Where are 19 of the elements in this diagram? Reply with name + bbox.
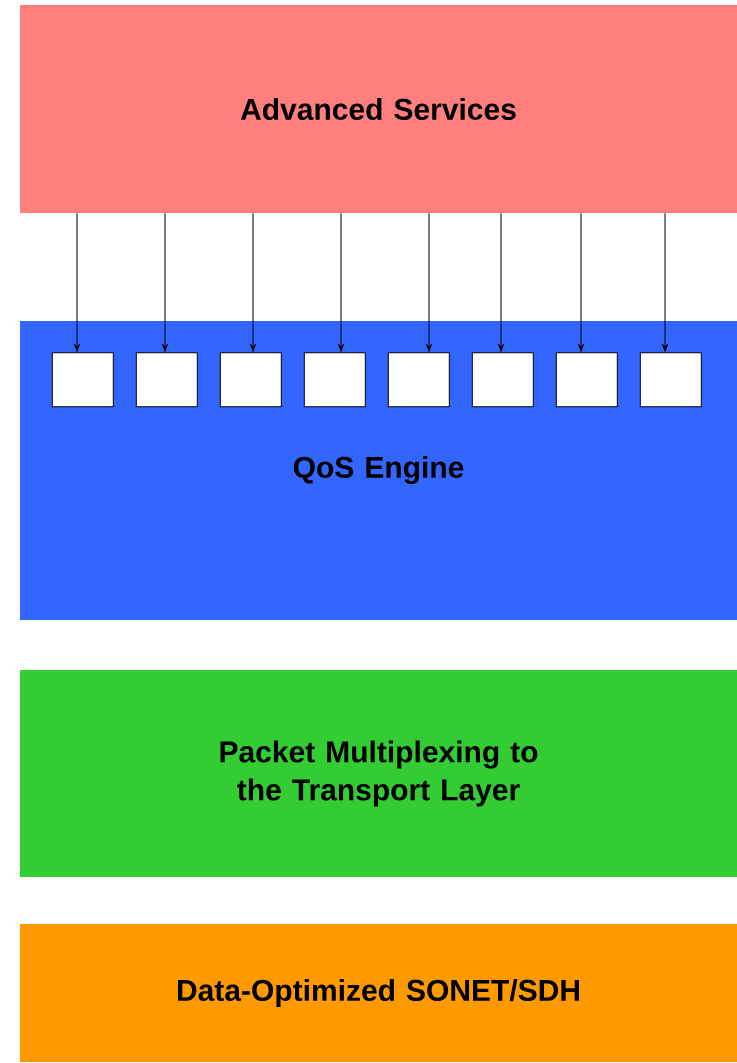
queue-box (387, 352, 450, 408)
queue-box (471, 352, 534, 408)
arrow (498, 212, 504, 352)
queue-box (219, 352, 282, 408)
layer-band: Advanced Services (20, 5, 737, 213)
queue-box (555, 352, 618, 408)
queue-box (51, 352, 114, 408)
layer-band: Data-Optimized SONET/SDH (20, 924, 737, 1062)
queue-box (639, 352, 702, 408)
arrow (662, 212, 668, 352)
arrow (426, 212, 432, 352)
arrow (578, 212, 584, 352)
queue-box (135, 352, 198, 408)
arrow (162, 212, 168, 352)
arrow (74, 212, 80, 352)
arrow (338, 212, 344, 352)
layer-band: Packet Multiplexing to the Transport Layer (20, 670, 737, 877)
queue-box (303, 352, 366, 408)
arrow (250, 212, 256, 352)
